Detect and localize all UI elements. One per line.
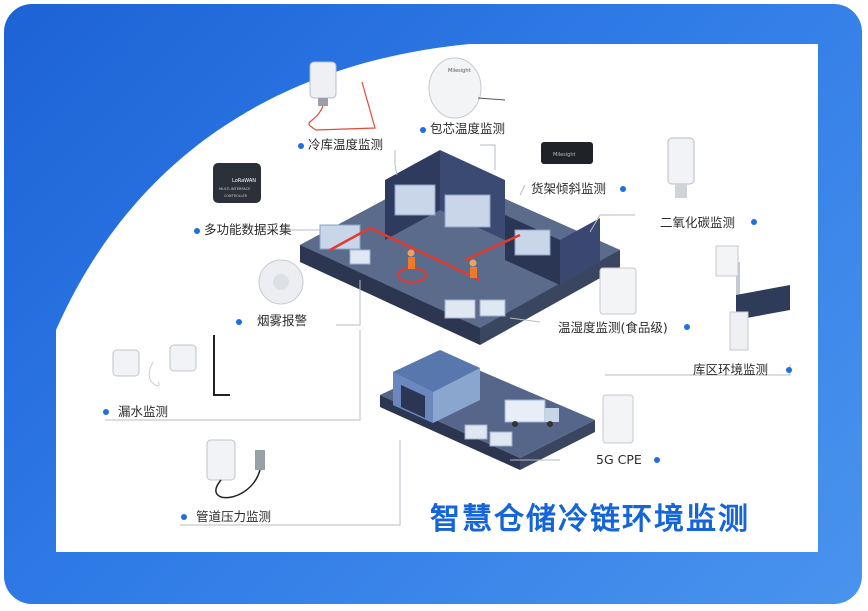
svg-text:LoRaWAN: LoRaWAN <box>232 178 256 184</box>
cpe-router-icon <box>602 394 634 444</box>
cold-storage-sensor-icon <box>308 61 376 131</box>
label-dot <box>786 367 792 373</box>
co2-sensor-icon <box>667 137 695 198</box>
label-food-humidity: 温湿度监测(食品级) <box>558 320 668 335</box>
label-dot <box>620 186 626 192</box>
svg-text:Milesight: Milesight <box>553 152 576 158</box>
pipe-pressure-sensor-icon <box>206 439 265 499</box>
label-dot <box>103 409 109 415</box>
label-cold-storage-temp: 冷库温度监测 <box>308 137 384 152</box>
food-humidity-sensor-icon <box>599 267 637 315</box>
water-leak-sensor-icon <box>112 335 230 396</box>
label-cpe: 5G CPE <box>596 452 642 467</box>
label-dot <box>420 127 426 133</box>
label-dot <box>751 219 757 225</box>
weather-station-icon <box>715 245 790 351</box>
label-shelf-tilt: 货架倾斜监测 <box>531 181 607 196</box>
tilt-sensor-icon: Milesight <box>541 142 593 164</box>
svg-text:Milesight: Milesight <box>448 68 471 74</box>
label-water-leak: 漏水监测 <box>118 404 169 419</box>
smoke-detector-icon <box>258 259 304 305</box>
label-dot <box>194 228 200 234</box>
label-yard-env: 库区环境监测 <box>693 362 769 377</box>
page-title: 智慧仓储冷链环境监测 <box>430 502 750 537</box>
label-dot <box>236 319 242 325</box>
label-dot <box>181 514 187 520</box>
label-core-temp: 包芯温度监测 <box>430 121 506 136</box>
label-smoke: 烟雾报警 <box>257 313 308 328</box>
svg-text:CONTROLLER: CONTROLLER <box>224 194 248 198</box>
label-multi-data: 多功能数据采集 <box>204 222 292 237</box>
gateway-icon: LoRaWAN MULTI-INTERFACE CONTROLLER <box>213 163 261 203</box>
label-dot <box>298 143 304 149</box>
label-pipe-pressure: 管道压力监测 <box>196 509 272 524</box>
label-co2: 二氧化碳监测 <box>660 215 736 230</box>
label-dot <box>684 324 690 330</box>
svg-text:MULTI-INTERFACE: MULTI-INTERFACE <box>219 187 251 191</box>
core-temp-sensor-icon: Milesight <box>428 57 506 119</box>
label-dot <box>654 457 660 463</box>
